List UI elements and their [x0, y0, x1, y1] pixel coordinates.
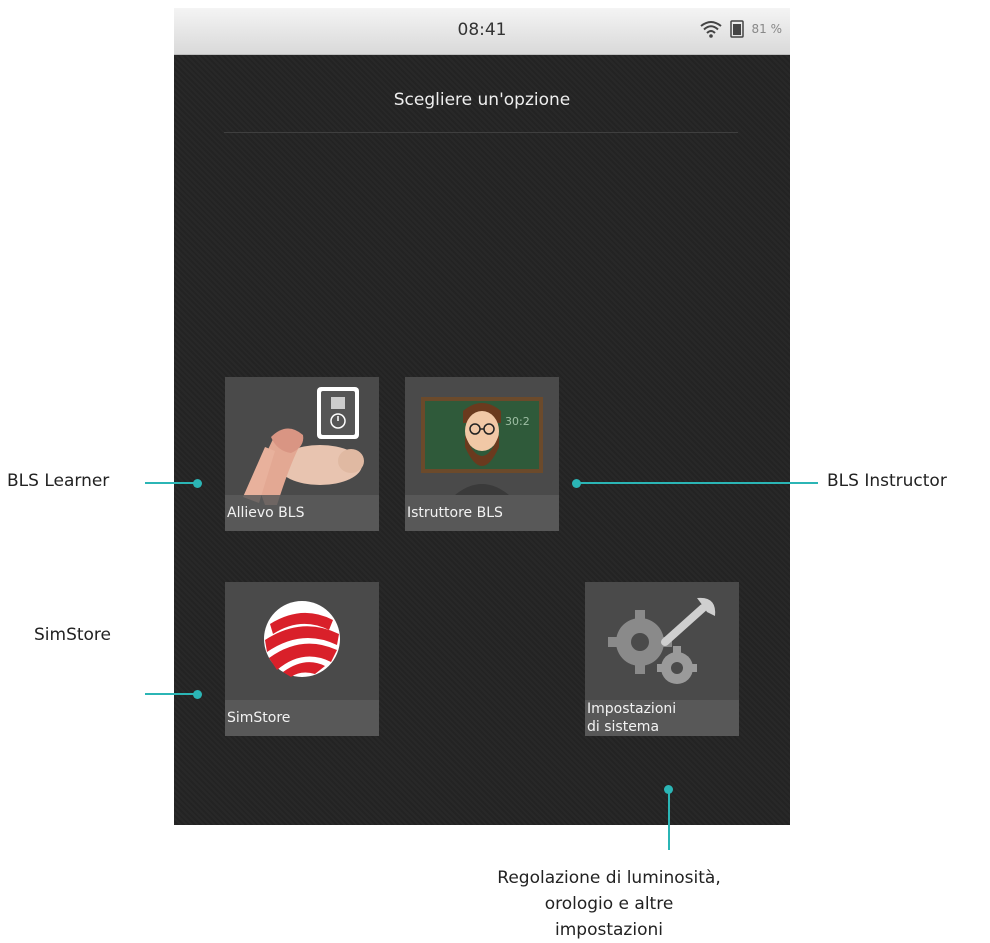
annotation-bls-instructor: BLS Instructor [827, 471, 947, 491]
annotation-settings-line2: orologio e altre impostazioni [544, 894, 674, 940]
device-screen: 08:41 81 % Scegliere un'opzione [174, 8, 790, 825]
annotation-line-simstore [145, 693, 197, 695]
svg-text:30:2: 30:2 [505, 415, 530, 428]
page-title: Scegliere un'opzione [393, 90, 571, 110]
tile-bls-learner-label: Allievo BLS [225, 495, 379, 531]
tile-bls-instructor[interactable]: 30:2 Istruttore BLS [405, 377, 559, 531]
status-bar: 08:41 81 % [174, 8, 790, 55]
annotation-settings: Regolazione di luminosità, orologio e al… [489, 865, 729, 943]
wifi-icon [699, 21, 722, 38]
battery-icon [729, 20, 744, 38]
cpr-hands-icon [243, 387, 364, 505]
annotation-settings-line1: Regolazione di luminosità, [497, 868, 721, 888]
annotation-dot-instructor [572, 479, 581, 488]
tile-bls-learner[interactable]: Allievo BLS [225, 377, 379, 531]
tile-system-settings-label: Impostazioni di sistema [585, 700, 739, 736]
tile-system-settings[interactable]: Impostazioni di sistema [585, 582, 739, 736]
annotation-dot-simstore [193, 690, 202, 699]
instructor-icon: 30:2 [421, 397, 543, 495]
status-time: 08:41 [457, 20, 507, 40]
annotation-line-settings [668, 790, 670, 850]
annotation-line-instructor [578, 482, 818, 484]
tile-system-settings-label-line2: di sistema [587, 719, 660, 735]
tile-simstore-label: SimStore [225, 700, 379, 736]
annotation-bls-learner: BLS Learner [7, 471, 110, 491]
annotation-line-learner [145, 482, 197, 484]
tile-bls-instructor-label: Istruttore BLS [405, 495, 559, 531]
title-divider [224, 132, 738, 133]
status-icons: 81 % [699, 20, 783, 38]
annotation-dot-settings [664, 785, 673, 794]
annotation-simstore: SimStore [34, 625, 112, 645]
battery-percentage: 81 % [751, 22, 783, 36]
simstore-logo-icon [264, 601, 340, 677]
tile-system-settings-label-line1: Impostazioni [587, 701, 677, 717]
annotation-dot-learner [193, 479, 202, 488]
tile-simstore[interactable]: SimStore [225, 582, 379, 736]
gears-wrench-icon [608, 597, 716, 684]
